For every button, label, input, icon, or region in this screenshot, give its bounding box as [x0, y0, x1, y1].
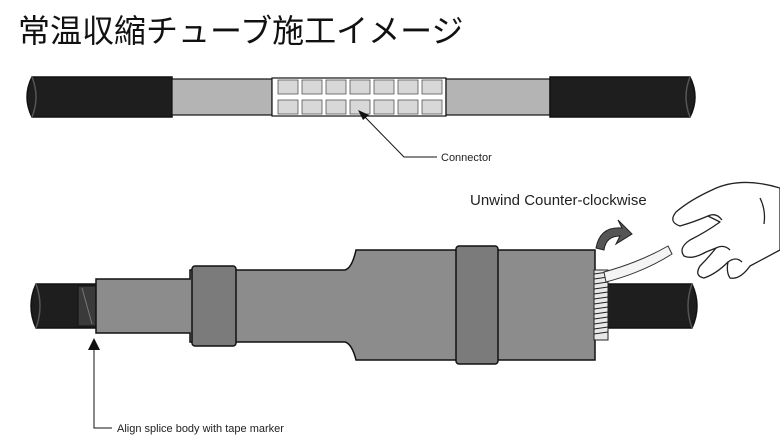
connector-body [271, 77, 447, 117]
core-ribbon [603, 245, 673, 283]
page-title: 常温収縮チューブ施工イメージ [18, 12, 464, 50]
splice-left-band [191, 265, 237, 347]
connector-leader [358, 110, 437, 158]
align-leader [88, 338, 112, 429]
hand-icon [672, 181, 780, 279]
spiral-core-end [593, 269, 609, 341]
splice-center-band [455, 245, 499, 365]
top-right-cable-jacket [549, 76, 696, 118]
bottom-right-cable-jacket [599, 283, 698, 329]
top-left-cable-jacket [26, 76, 173, 118]
splice-body [95, 249, 596, 361]
top-right-insulation [445, 78, 551, 116]
bottom-cable-assembly [30, 245, 698, 365]
counter-clockwise-arrow-icon [595, 219, 633, 251]
top-left-insulation [171, 78, 273, 116]
connector-label: Connector [441, 152, 492, 164]
align-label: Align splice body with tape marker [117, 423, 284, 435]
top-cable-assembly [26, 76, 696, 118]
unwind-label: Unwind Counter-clockwise [470, 192, 647, 209]
